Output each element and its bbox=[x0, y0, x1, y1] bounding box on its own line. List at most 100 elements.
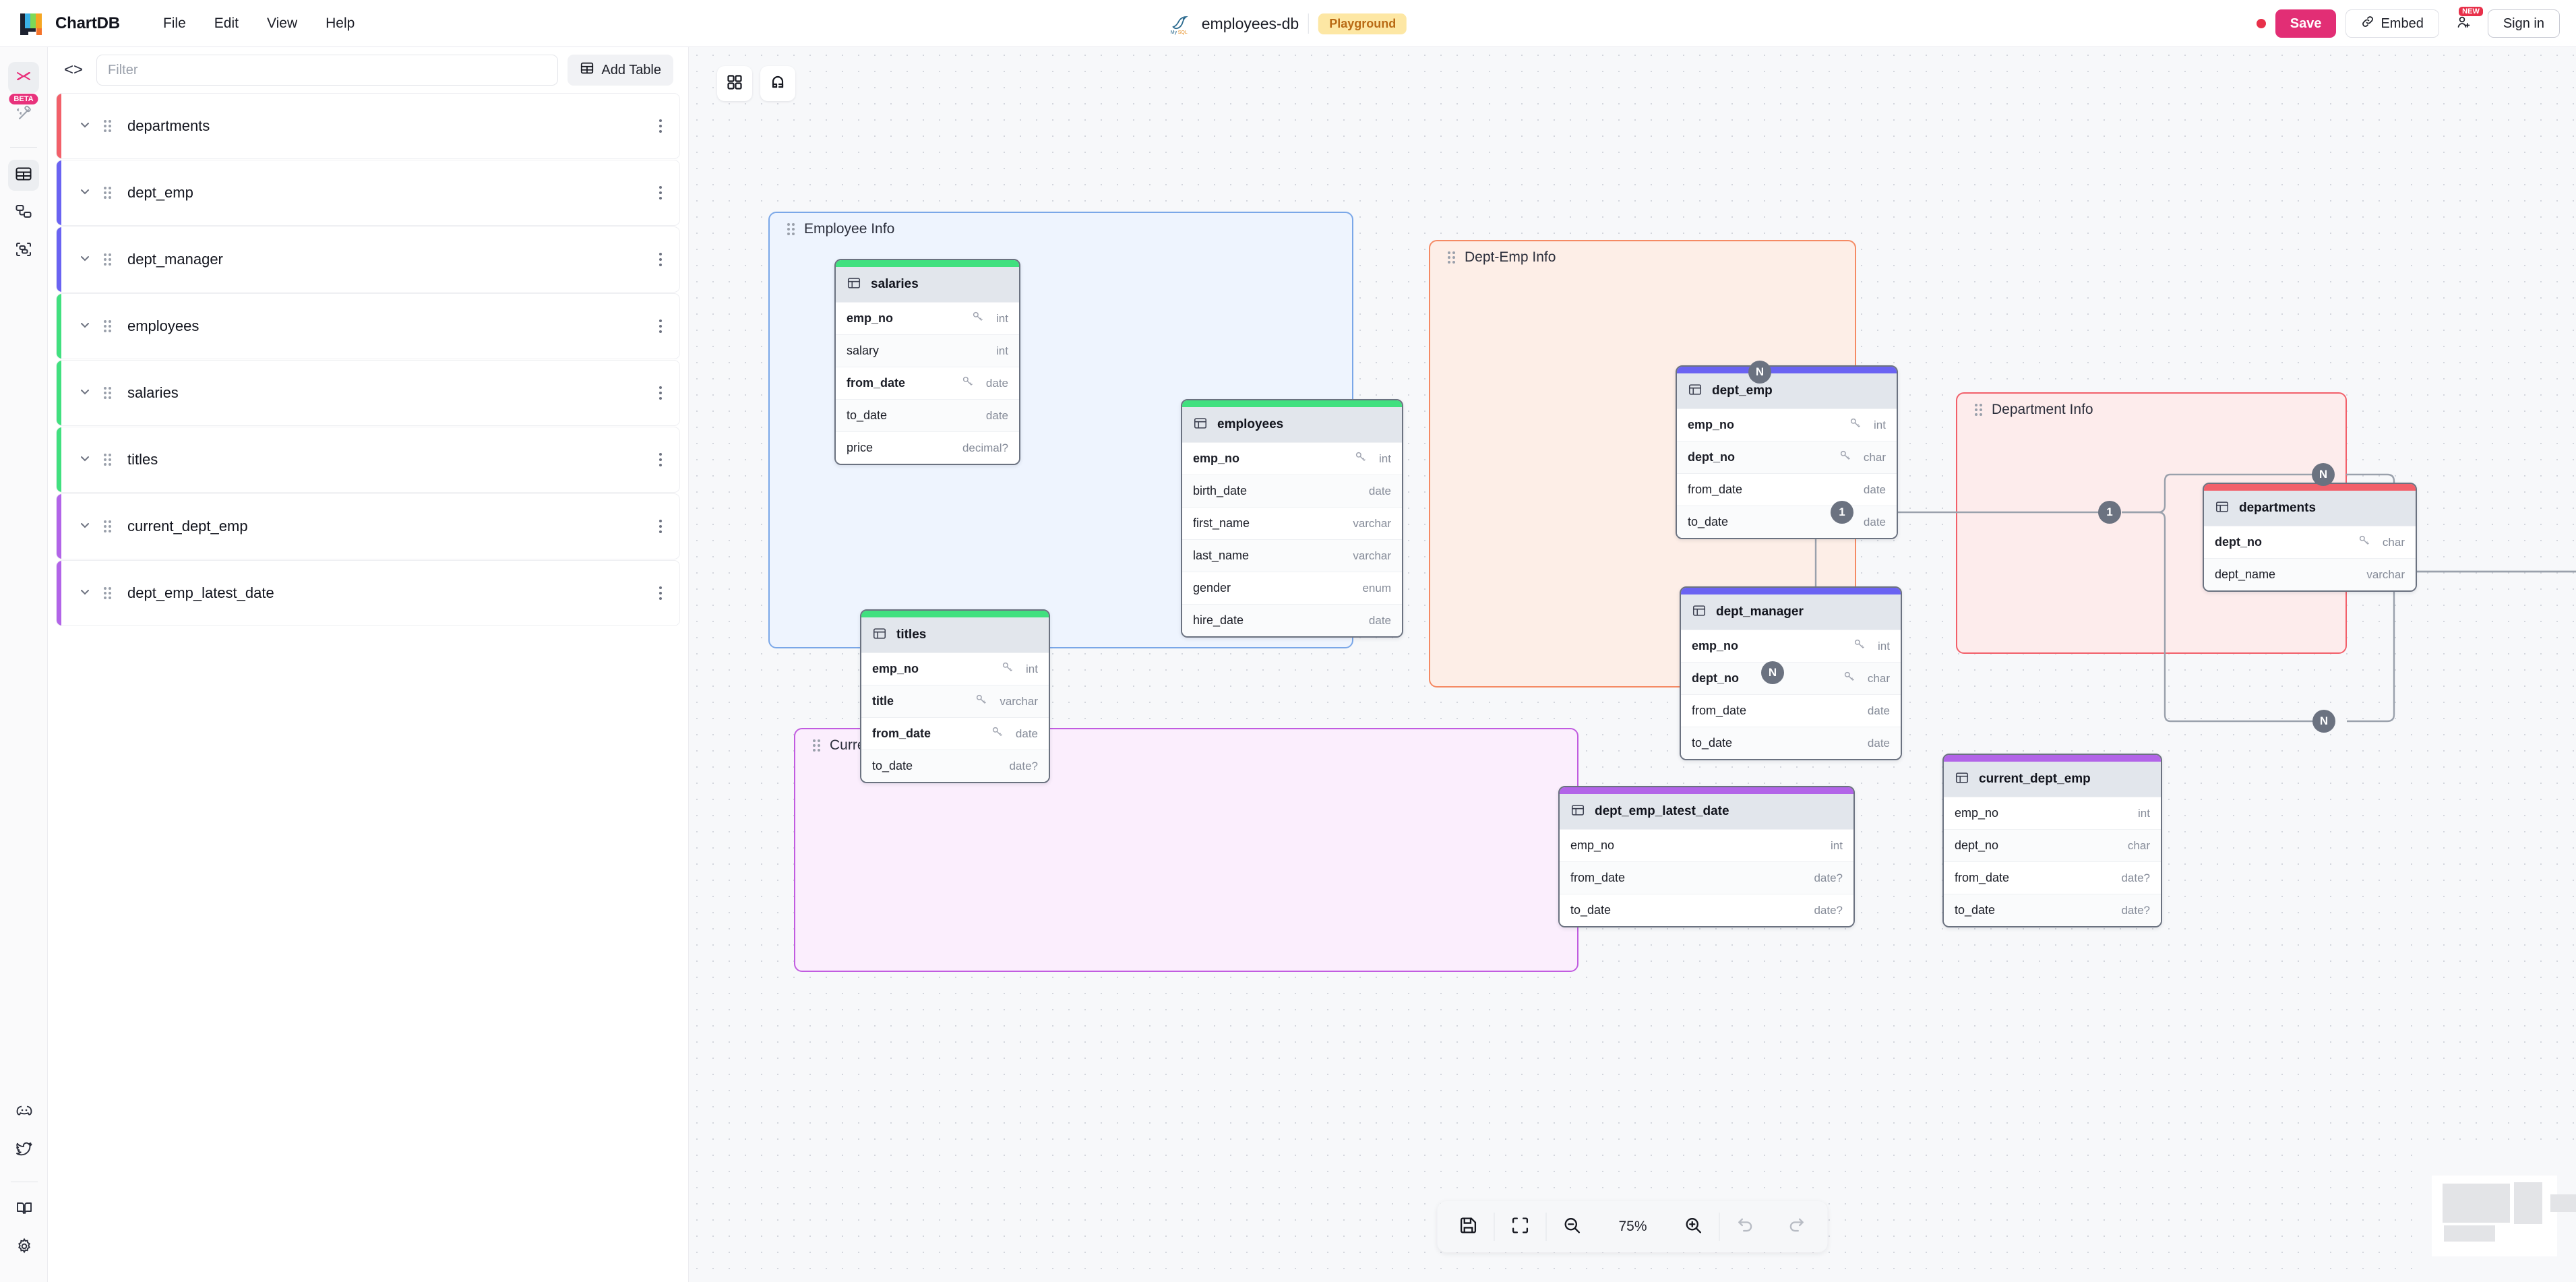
rail-relationships[interactable] bbox=[8, 197, 39, 228]
chevron-down-icon[interactable] bbox=[78, 385, 93, 402]
chevron-down-icon[interactable] bbox=[78, 452, 93, 468]
chevron-down-icon[interactable] bbox=[78, 185, 93, 202]
table-options-icon[interactable] bbox=[659, 453, 662, 466]
table-options-icon[interactable] bbox=[659, 119, 662, 133]
table-node-header[interactable]: departments bbox=[2204, 491, 2416, 526]
rail-dbml-editor[interactable] bbox=[8, 62, 39, 93]
table-options-icon[interactable] bbox=[659, 253, 662, 266]
zoom-out-button[interactable] bbox=[1547, 1207, 1598, 1246]
table-node-header[interactable]: employees bbox=[1182, 407, 1402, 442]
account-button[interactable]: NEW bbox=[2448, 7, 2483, 38]
add-table-button[interactable]: Add Table bbox=[568, 55, 673, 86]
sign-in-button[interactable]: Sign in bbox=[2487, 9, 2560, 38]
drag-handle-icon[interactable] bbox=[104, 187, 111, 199]
save-button[interactable]: Save bbox=[2275, 9, 2337, 38]
fit-to-screen-button[interactable] bbox=[1495, 1207, 1546, 1246]
area-drag-handle-icon[interactable] bbox=[1448, 251, 1455, 264]
chevron-down-icon[interactable] bbox=[78, 585, 93, 602]
menu-file[interactable]: File bbox=[162, 15, 186, 31]
undo-button[interactable] bbox=[1720, 1207, 1771, 1246]
drag-handle-icon[interactable] bbox=[104, 253, 111, 266]
rail-discord[interactable] bbox=[9, 1097, 40, 1128]
rail-dependencies[interactable] bbox=[8, 235, 39, 266]
table-node-header[interactable]: dept_emp bbox=[1677, 373, 1897, 408]
table-node-header[interactable]: dept_manager bbox=[1681, 594, 1901, 630]
rail-settings[interactable] bbox=[9, 1232, 40, 1263]
chevron-down-icon[interactable] bbox=[78, 251, 93, 268]
drag-handle-icon[interactable] bbox=[104, 120, 111, 132]
minimap[interactable] bbox=[2413, 1146, 2576, 1282]
area-drag-handle-icon[interactable] bbox=[1975, 404, 1982, 416]
zoom-in-button[interactable] bbox=[1668, 1207, 1719, 1246]
sidebar-table-row[interactable]: dept_manager bbox=[56, 226, 680, 293]
zoom-level[interactable]: 75% bbox=[1618, 1219, 1647, 1234]
rail-tables[interactable] bbox=[8, 160, 39, 191]
menu-view[interactable]: View bbox=[266, 15, 298, 31]
table-node-header[interactable]: current_dept_emp bbox=[1944, 762, 2161, 797]
table-options-icon[interactable] bbox=[659, 319, 662, 333]
table-options-icon[interactable] bbox=[659, 386, 662, 400]
sidebar-table-row[interactable]: salaries bbox=[56, 360, 680, 426]
show-grid-button[interactable] bbox=[717, 66, 752, 101]
chevron-down-icon[interactable] bbox=[78, 518, 93, 535]
chevron-down-icon[interactable] bbox=[78, 118, 93, 135]
table-options-icon[interactable] bbox=[659, 586, 662, 600]
sidebar-table-row[interactable]: dept_emp bbox=[56, 160, 680, 226]
code-view-toggle-icon[interactable]: <> bbox=[64, 61, 84, 79]
sidebar-table-row[interactable]: current_dept_emp bbox=[56, 493, 680, 559]
drag-handle-icon[interactable] bbox=[104, 587, 111, 599]
table-node-header[interactable]: salaries bbox=[836, 267, 1019, 302]
filter-input[interactable] bbox=[96, 55, 559, 86]
save-diagram-button[interactable] bbox=[1443, 1207, 1494, 1246]
sidebar-table-row[interactable]: employees bbox=[56, 293, 680, 359]
drag-handle-icon[interactable] bbox=[104, 387, 111, 399]
sidebar-table-row[interactable]: dept_emp_latest_date bbox=[56, 560, 680, 626]
rail-docs[interactable] bbox=[9, 1194, 40, 1225]
snap-to-grid-button[interactable] bbox=[760, 66, 795, 101]
menu-edit[interactable]: Edit bbox=[214, 15, 239, 31]
diagram-name[interactable]: employees-db bbox=[1201, 14, 1299, 32]
rail-twitter[interactable] bbox=[9, 1134, 40, 1165]
redo-button[interactable] bbox=[1771, 1207, 1822, 1246]
sidebar-table-row[interactable]: titles bbox=[56, 427, 680, 493]
embed-button[interactable]: Embed bbox=[2345, 9, 2439, 38]
table-options-icon[interactable] bbox=[659, 186, 662, 200]
sidebar-table-row[interactable]: departments bbox=[56, 93, 680, 159]
